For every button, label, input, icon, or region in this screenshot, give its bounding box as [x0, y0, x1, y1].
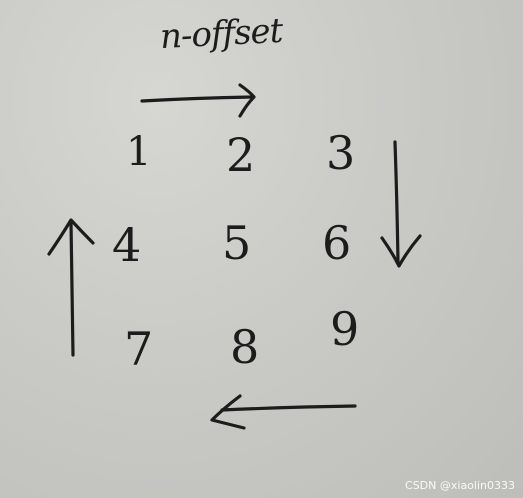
grid-number-6: 6 [322, 216, 352, 270]
grid-number-4: 4 [112, 218, 142, 272]
right-arrow-icon [140, 83, 256, 118]
grid-number-1: 1 [126, 129, 152, 175]
grid-number-5: 5 [222, 216, 252, 270]
down-arrow-icon [380, 140, 422, 268]
grid-number-3: 3 [326, 126, 356, 180]
grid-number-9: 9 [330, 302, 360, 356]
grid-number-7: 7 [124, 322, 154, 376]
grid-number-2: 2 [226, 128, 256, 182]
left-arrow-icon [210, 394, 357, 430]
grid-number-8: 8 [230, 320, 260, 374]
up-arrow-icon [47, 218, 95, 357]
watermark-text: CSDN @xiaolin0333 [405, 479, 515, 492]
